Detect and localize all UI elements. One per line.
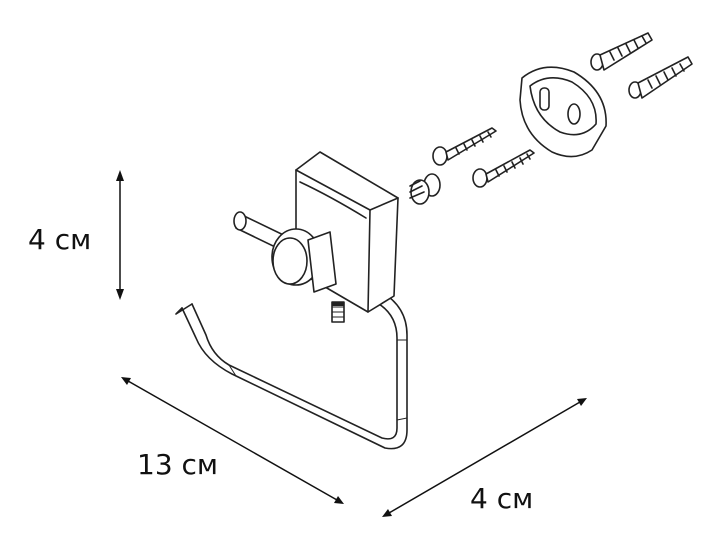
screw-washer [409,173,441,205]
length-dimension-arrow [121,377,344,504]
mounting-screw-lower [472,149,535,188]
length-dimension-label: 13 см [137,448,219,481]
set-screw [331,301,345,323]
mounting-screw-upper [432,127,497,166]
wall-plug-lower [628,56,693,99]
height-dimension-arrow [116,170,124,300]
roll-bar [233,211,337,293]
height-dimension-label: 4 см [28,223,92,256]
depth-dimension-arrow [382,398,587,517]
wall-plate [295,151,399,313]
holder-arm [175,267,408,450]
mounting-bracket [519,66,607,158]
wall-plug-upper [590,32,653,71]
depth-dimension-label: 4 см [470,482,534,515]
